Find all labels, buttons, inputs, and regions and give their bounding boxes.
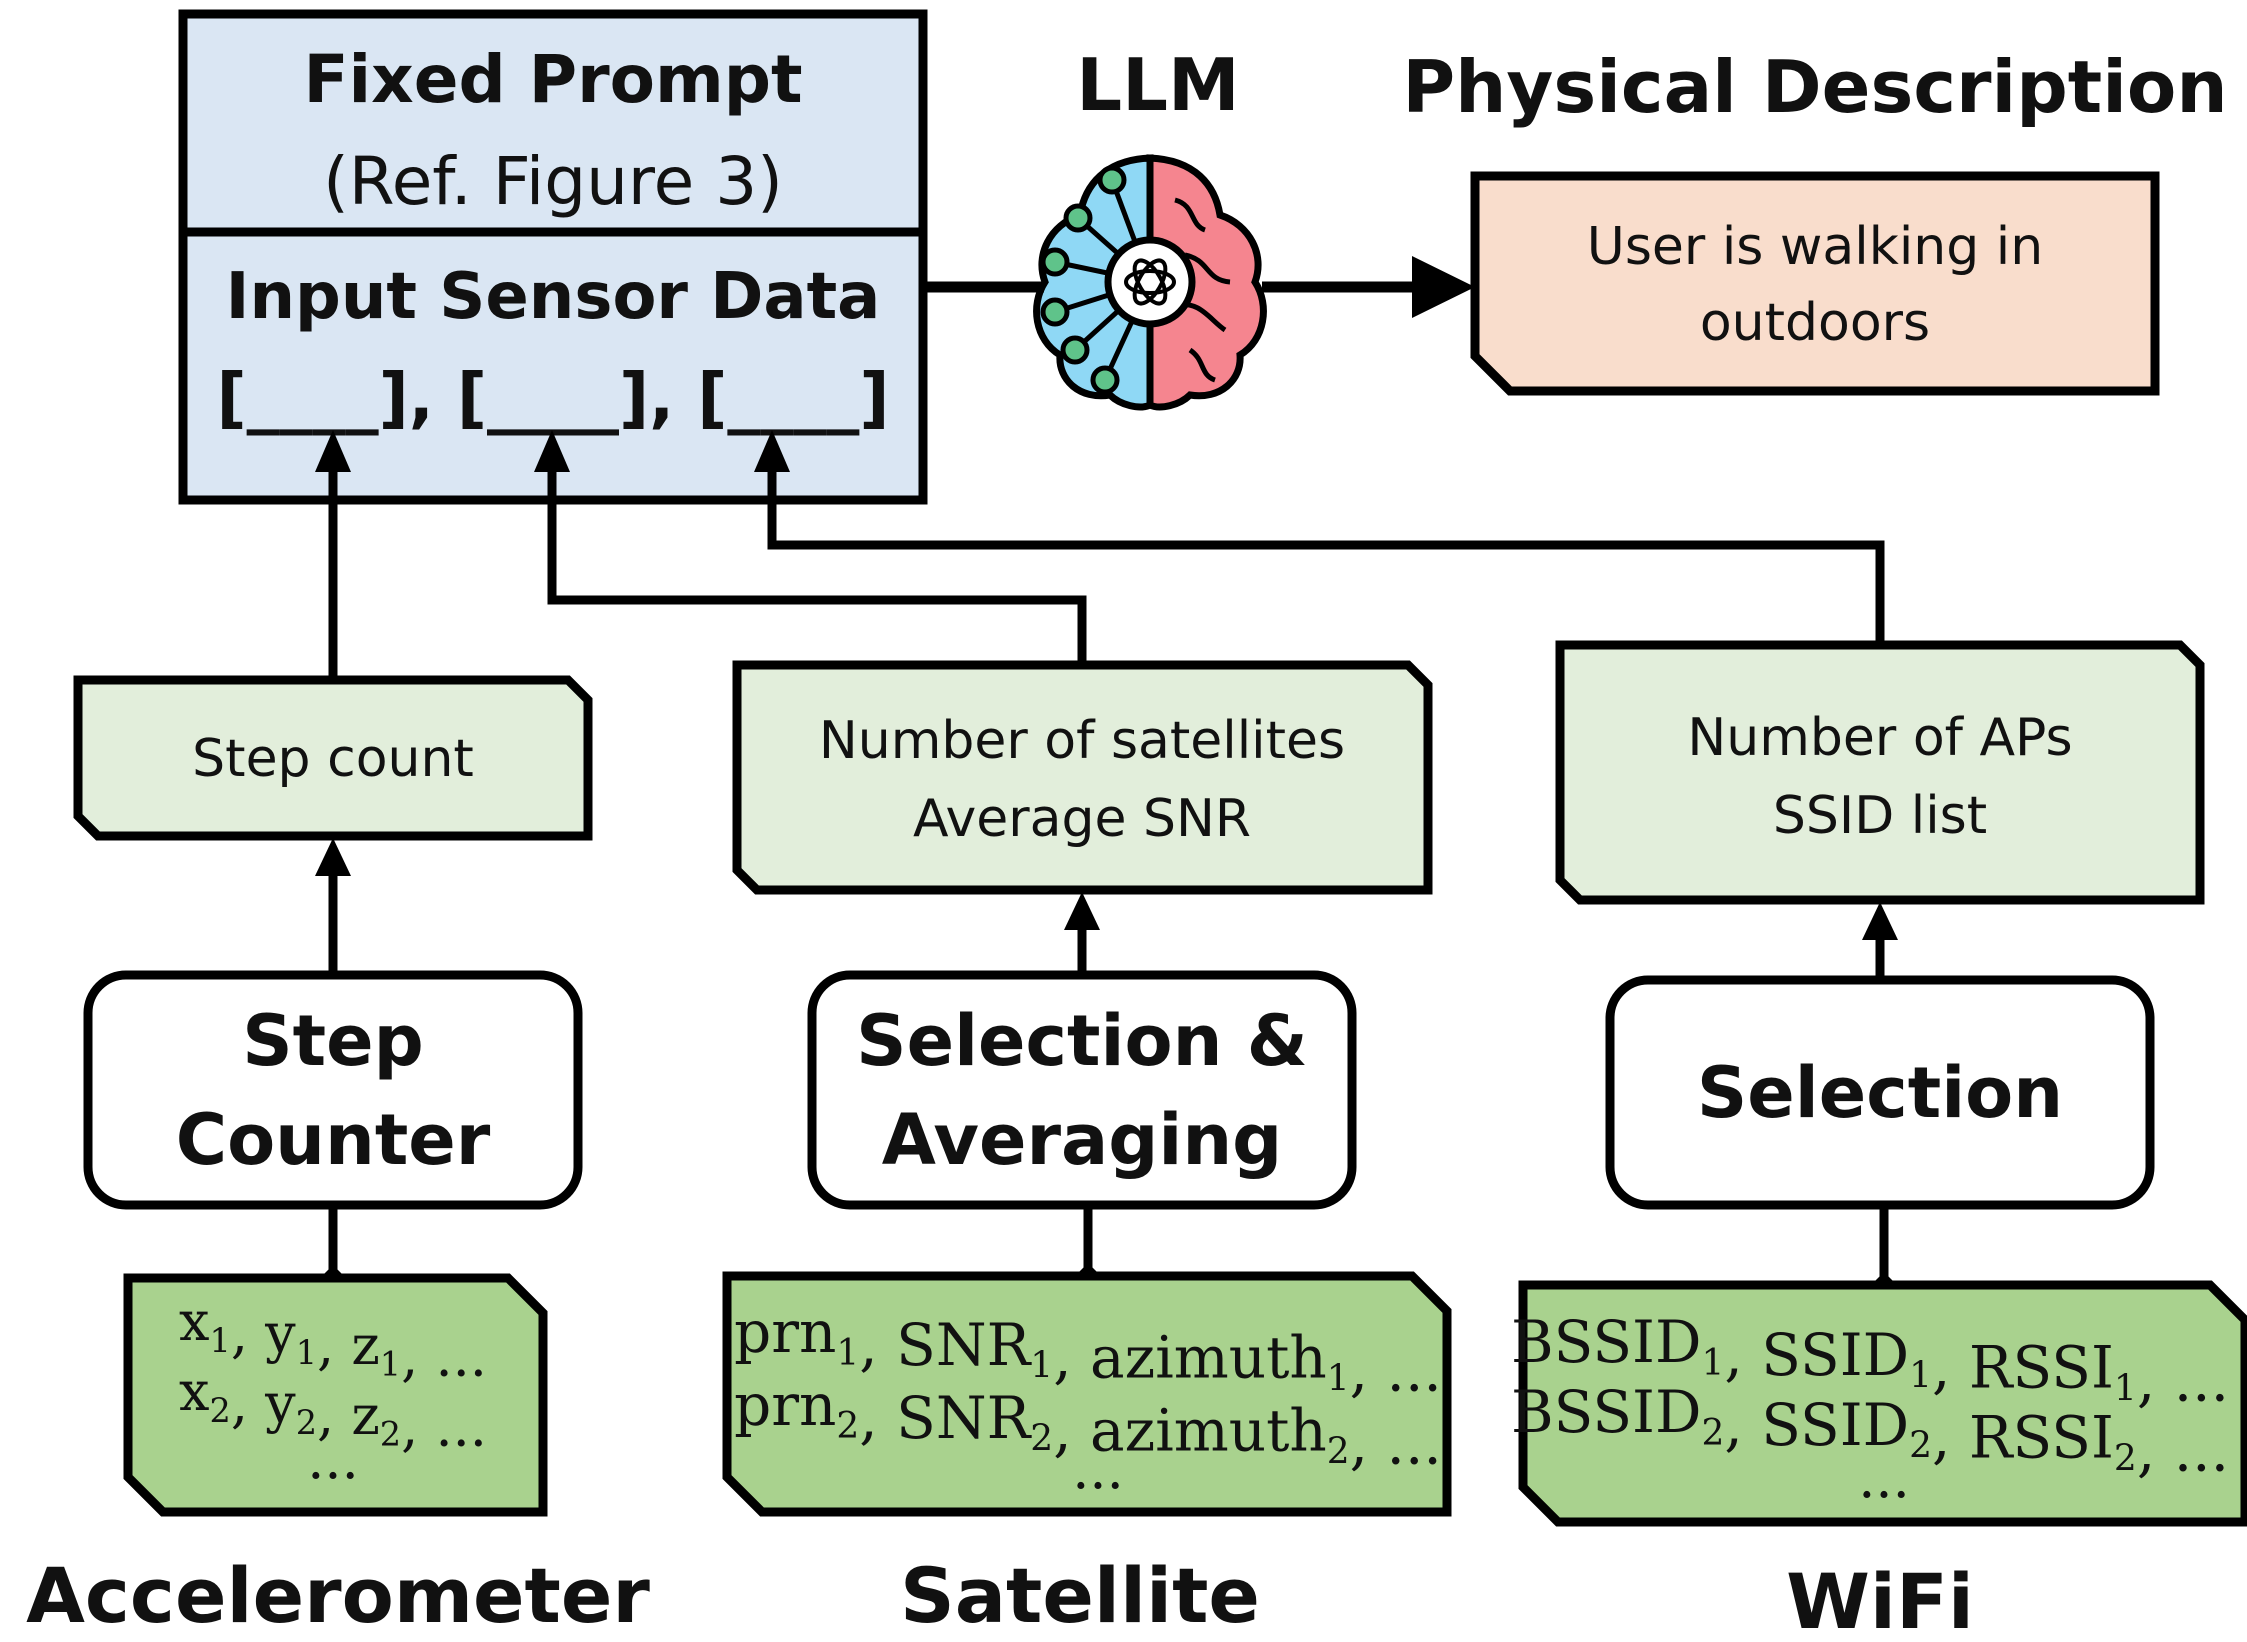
raw-data-accelerometer: x1, y1, z1, ... x2, y2, z2, ... ... <box>123 1273 548 1517</box>
feature-accelerometer-line-1: Step count <box>192 729 474 789</box>
raw-data-token: x <box>179 1360 209 1423</box>
raw-accel-row-3: ... <box>307 1428 359 1491</box>
processor-step-counter-line-2: Counter <box>176 1099 491 1181</box>
raw-wifi-row-2: BSSID2, SSID2, RSSI2, ... <box>1511 1378 2229 1484</box>
raw-data-subscript: 2 <box>836 1406 859 1447</box>
feature-box-accelerometer: Step count <box>73 675 593 841</box>
output-box: User is walking in outdoors <box>1470 171 2160 396</box>
feature-wifi-line-1: Number of APs <box>1687 708 2072 768</box>
raw-data-token: BSSID <box>1511 1308 1701 1376</box>
raw-data-token: , azimuth <box>1053 1397 1327 1465</box>
sat-feature-arrowhead <box>1064 892 1100 930</box>
raw-data-subscript: 1 <box>380 1345 401 1384</box>
raw-data-token: BSSID <box>1511 1378 1701 1446</box>
raw-data-subscript: 2 <box>1909 1426 1932 1467</box>
fixed-prompt-panel <box>178 9 928 237</box>
raw-data-token: , azimuth <box>1053 1324 1327 1392</box>
processor-satellite-line-1: Selection & <box>856 1000 1308 1082</box>
raw-data-subscript: 1 <box>210 1321 231 1360</box>
raw-data-subscript: 1 <box>1701 1343 1724 1384</box>
raw-data-token: , y <box>231 1302 296 1365</box>
raw-data-token: , ... <box>1350 1409 1442 1477</box>
fixed-prompt-title: Fixed Prompt <box>303 41 802 118</box>
raw-data-subscript: 2 <box>1030 1419 1053 1460</box>
llm-to-output-arrowhead <box>1412 256 1475 318</box>
raw-data-token: , RSSI <box>1932 1404 2114 1472</box>
raw-data-subscript: 2 <box>380 1415 401 1454</box>
feature-box-wifi: Number of APs SSID list <box>1555 640 2205 905</box>
raw-data-subscript: 2 <box>210 1391 231 1430</box>
llm-label: LLM <box>1076 43 1239 127</box>
prompt-box: Fixed Prompt (Ref. Figure 3) Input Senso… <box>178 9 928 505</box>
raw-data-token: prn <box>734 1298 836 1366</box>
output-heading: Physical Description <box>1402 45 2227 129</box>
processor-satellite-line-2: Averaging <box>882 1099 1283 1181</box>
raw-data-token: , ... <box>2137 1346 2229 1414</box>
raw-accel-row-2: x2, y2, z2, ... <box>179 1360 487 1459</box>
raw-sat-row-2: prn2, SNR2, azimuth2, ... <box>734 1371 1442 1477</box>
raw-data-token: , SSID <box>1724 1321 1909 1389</box>
raw-sat-row-3: ... <box>1072 1438 1124 1501</box>
raw-data-token: , ... <box>2137 1416 2229 1484</box>
sensor-label-satellite: Satellite <box>900 1551 1260 1640</box>
raw-data-token: , SNR <box>859 1384 1032 1452</box>
raw-data-subscript: 1 <box>296 1333 317 1372</box>
raw-data-wifi: BSSID1, SSID1, RSSI1, ... BSSID2, SSID2,… <box>1511 1280 2247 1527</box>
raw-data-subscript: 1 <box>1909 1356 1932 1397</box>
raw-data-subscript: 1 <box>2114 1368 2137 1409</box>
input-sensor-title: Input Sensor Data <box>226 260 881 334</box>
output-line-2: outdoors <box>1700 293 1930 353</box>
accel-feature-arrowhead <box>315 838 351 876</box>
raw-data-token: , SSID <box>1724 1391 1909 1459</box>
output-line-1: User is walking in <box>1587 217 2043 277</box>
raw-data-token: , ... <box>401 1326 487 1389</box>
raw-data-subscript: 2 <box>296 1403 317 1442</box>
feature-satellite-line-1: Number of satellites <box>819 711 1345 771</box>
raw-data-token: x <box>179 1290 209 1353</box>
processor-selection: Selection <box>1605 975 2155 1210</box>
raw-data-token: , SNR <box>859 1311 1032 1379</box>
input-sensor-slots: [____], [____], [____] <box>216 359 889 436</box>
wifi-feature-arrowhead <box>1862 902 1898 940</box>
raw-wifi-row-3: ... <box>1858 1447 1910 1510</box>
slot-2-arrowhead <box>534 430 570 472</box>
raw-data-token: prn <box>734 1371 836 1439</box>
feature-wifi-line-2: SSID list <box>1773 786 1987 846</box>
wifi-to-prompt-line <box>767 470 1885 645</box>
satellite-to-prompt-line <box>547 470 1087 665</box>
raw-data-token: , ... <box>401 1396 487 1459</box>
processor-step-counter: Step Counter <box>83 970 583 1210</box>
raw-data-subscript: 2 <box>2114 1438 2137 1479</box>
raw-wifi-row-1: BSSID1, SSID1, RSSI1, ... <box>1511 1308 2229 1414</box>
feature-satellite-line-2: Average SNR <box>913 789 1251 849</box>
raw-data-token: , y <box>231 1372 296 1435</box>
llm-brain-icon <box>1033 154 1267 411</box>
raw-data-token: , ... <box>1350 1336 1442 1404</box>
raw-data-subscript: 1 <box>1030 1346 1053 1387</box>
sensor-label-accelerometer: Accelerometer <box>26 1551 650 1640</box>
raw-sat-row-1: prn1, SNR1, azimuth1, ... <box>734 1298 1442 1404</box>
raw-data-subscript: 1 <box>836 1333 859 1374</box>
raw-data-subscript: 1 <box>1327 1358 1350 1399</box>
slot-1-arrowhead <box>315 430 351 472</box>
raw-data-subscript: 2 <box>1327 1431 1350 1472</box>
feature-box-satellite: Number of satellites Average SNR <box>732 660 1433 895</box>
raw-data-subscript: 2 <box>1701 1413 1724 1454</box>
sensor-label-wifi: WiFi <box>1786 1557 1974 1642</box>
fixed-prompt-ref: (Ref. Figure 3) <box>323 143 783 220</box>
raw-data-token: , z <box>317 1314 380 1377</box>
raw-data-token: , z <box>317 1384 380 1447</box>
processor-wifi-line-1: Selection <box>1697 1052 2063 1134</box>
processor-selection-averaging: Selection & Averaging <box>807 970 1357 1210</box>
raw-data-satellite: prn1, SNR1, azimuth1, ... prn2, SNR2, az… <box>722 1271 1452 1517</box>
processor-step-counter-line-1: Step <box>242 1000 423 1082</box>
raw-data-token: , RSSI <box>1932 1334 2114 1402</box>
slot-3-arrowhead <box>754 430 790 472</box>
raw-accel-row-1: x1, y1, z1, ... <box>179 1290 487 1389</box>
